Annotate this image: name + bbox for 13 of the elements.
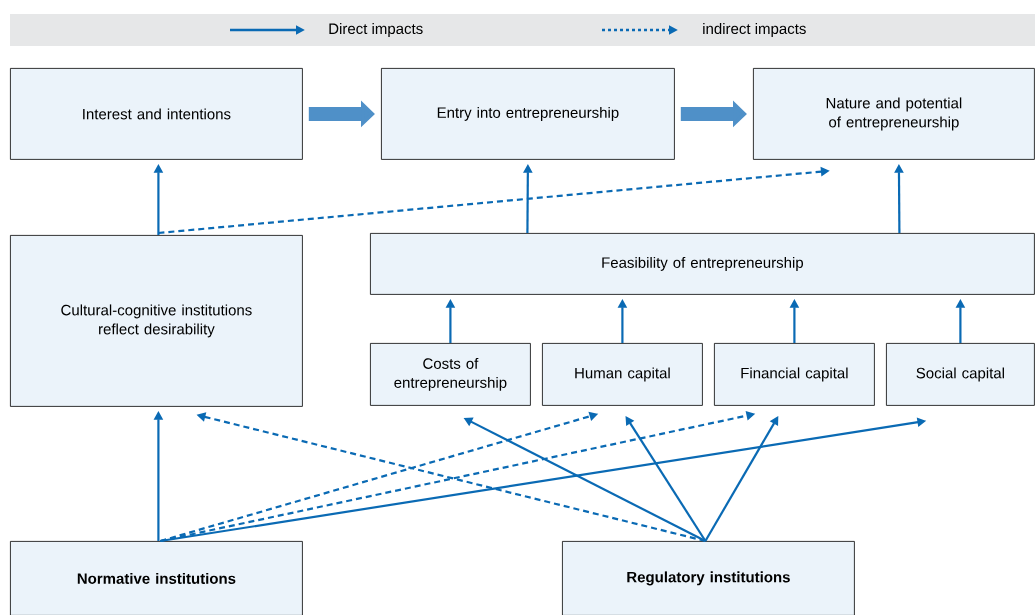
text-box: Feasibility of entrepreneurship [370,233,1035,295]
text-box: Interest and intentions [10,68,303,160]
text-box: Human capital [542,343,703,406]
text-box: Regulatory institutions [562,541,855,615]
text-box: Social capital [886,343,1035,406]
text-box: Entry into entrepreneurship [381,68,675,160]
text-box: Costs of entrepreneurship [370,343,531,406]
legend-label: Direct impacts [329,23,423,37]
text-box: Nature and potential of entrepreneurship [753,68,1035,160]
legend-label: indirect impacts [703,23,806,37]
text-box: Cultural-cognitive institutions reflect desirability [10,235,303,407]
text-box: Financial capital [714,343,875,406]
text-box: Normative institutions [10,541,303,615]
